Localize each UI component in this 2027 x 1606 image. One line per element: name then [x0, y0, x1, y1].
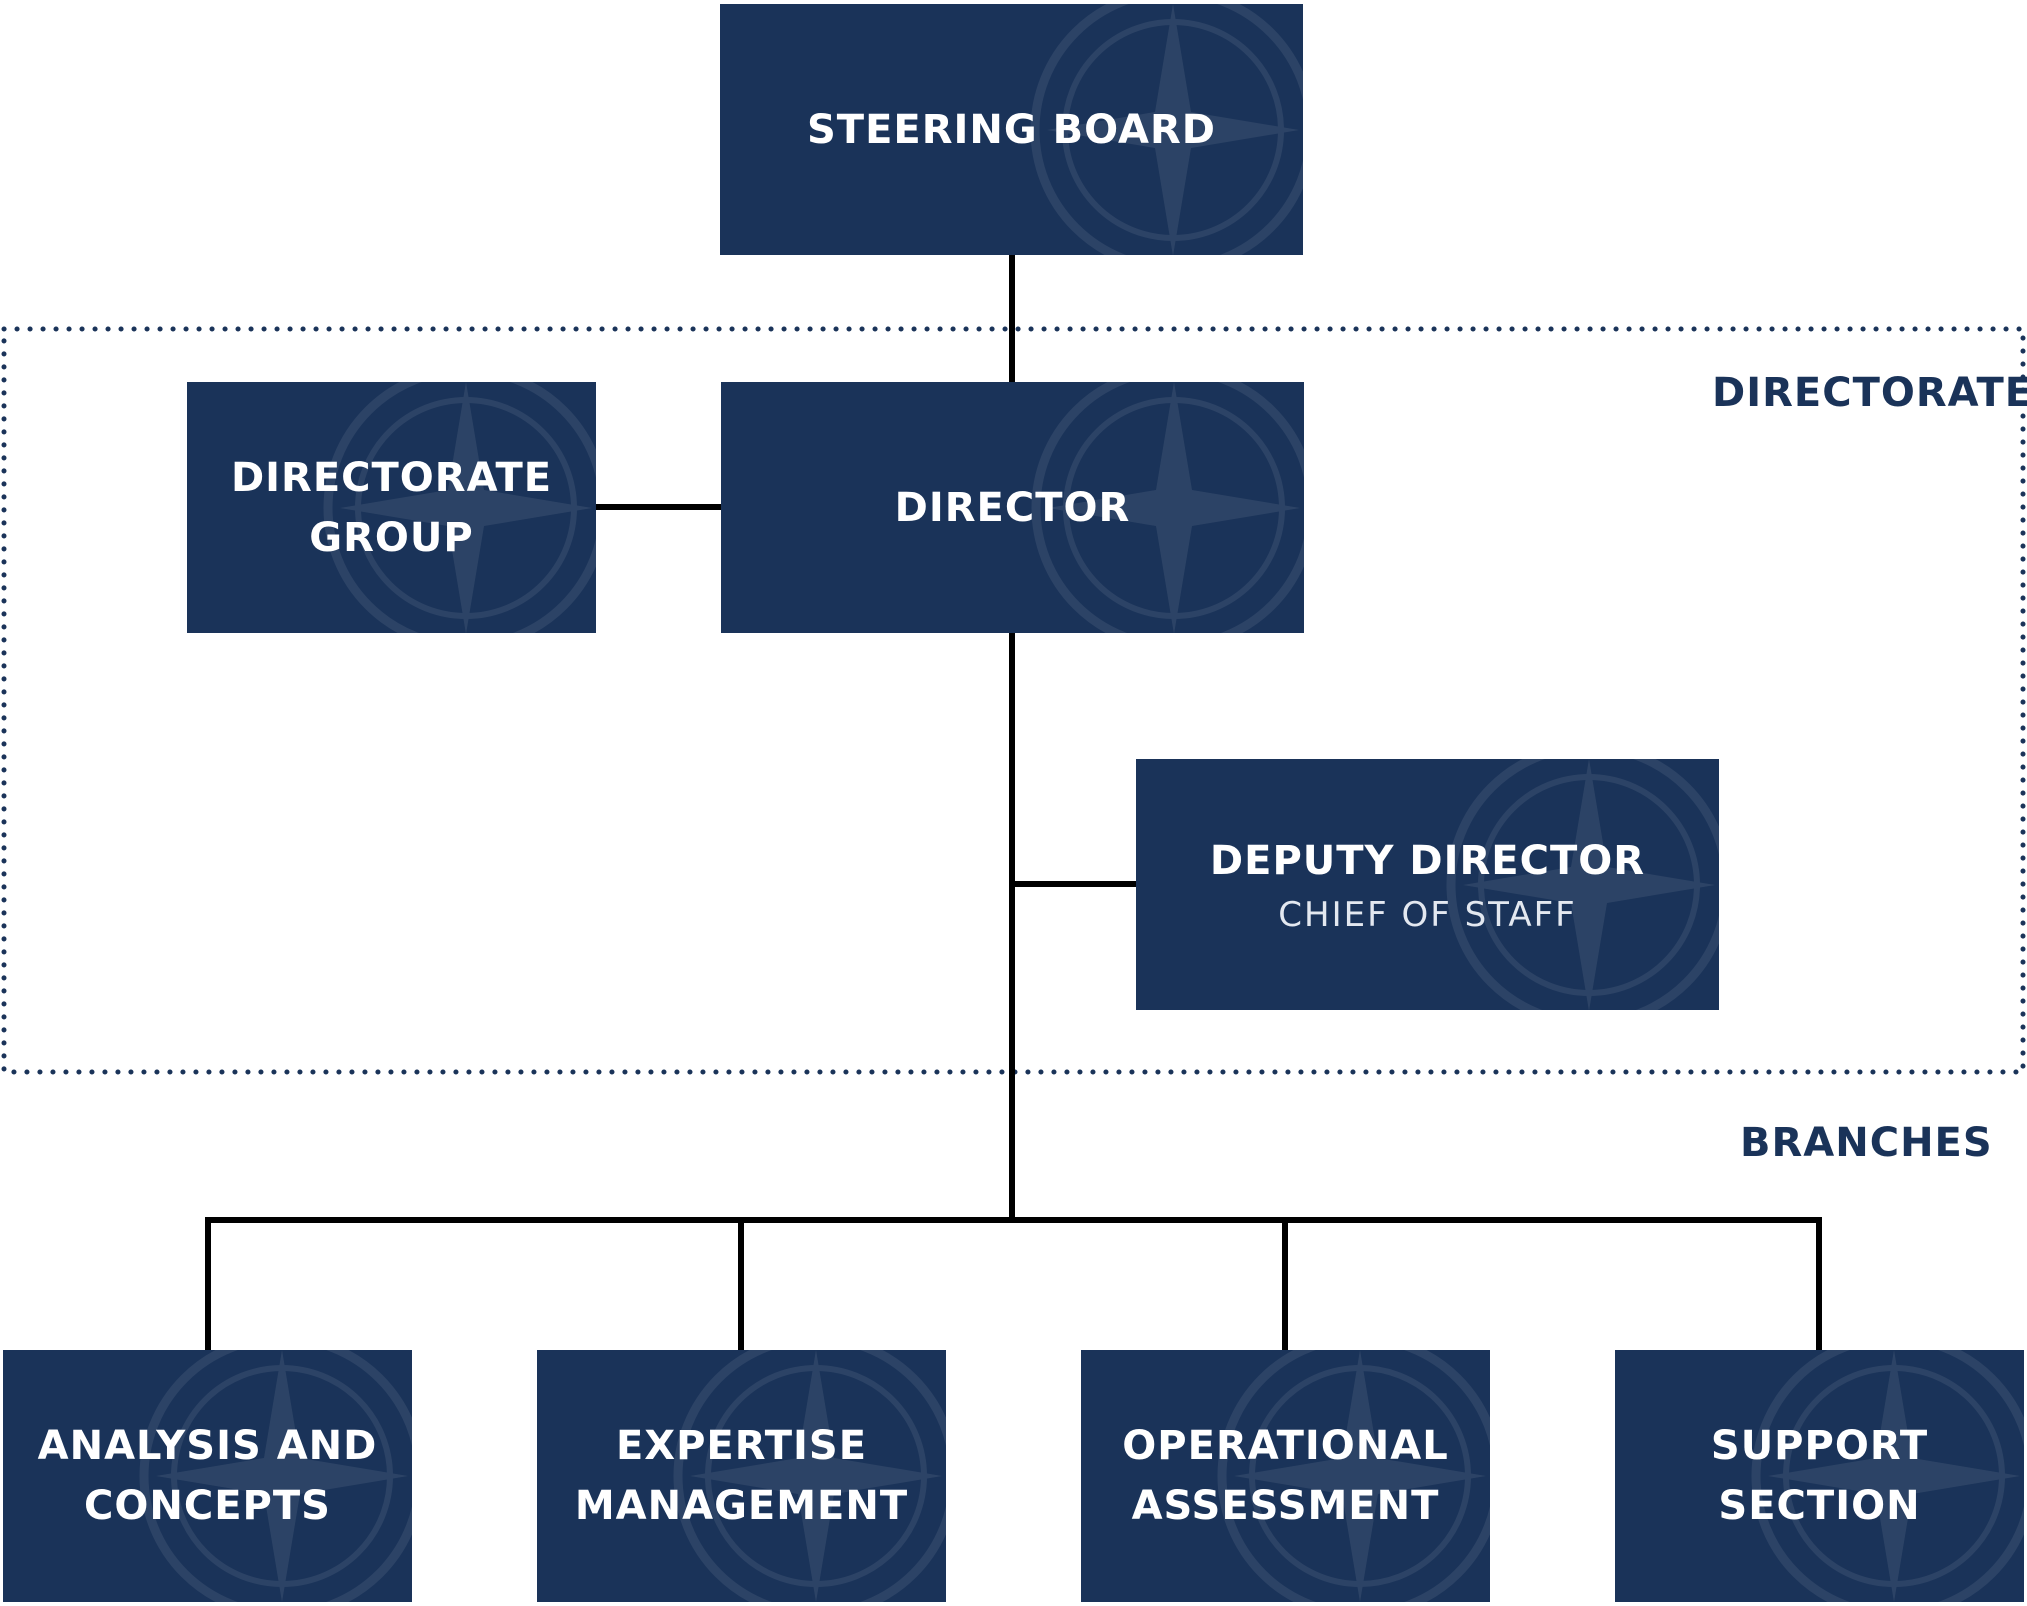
analysis-and-concepts-box: ANALYSIS AND CONCEPTS	[3, 1350, 412, 1602]
deputy-director-box: DEPUTY DIRECTOR CHIEF OF STAFF	[1136, 759, 1719, 1010]
steering-board-label: STEERING BOARD	[806, 106, 1217, 153]
steering-board-box: STEERING BOARD	[720, 4, 1303, 255]
analysis-and-concepts-label: ANALYSIS AND CONCEPTS	[37, 1423, 378, 1529]
chief-of-staff-label: CHIEF OF STAFF	[1278, 894, 1577, 935]
branches-region-label: BRANCHES	[1740, 1120, 1993, 1166]
support-section-label: SUPPORT SECTION	[1710, 1423, 1929, 1529]
directorate-group-label: DIRECTORATE GROUP	[230, 454, 553, 561]
director-box: DIRECTOR	[721, 382, 1304, 633]
directorate-group-box: DIRECTORATE GROUP	[187, 382, 596, 633]
expertise-management-label: EXPERTISE MANAGEMENT	[574, 1423, 909, 1529]
director-label: DIRECTOR	[894, 484, 1131, 531]
deputy-director-label: DEPUTY DIRECTOR	[1209, 837, 1646, 884]
operational-assessment-label: OPERATIONAL ASSESSMENT	[1122, 1423, 1449, 1529]
directorate-region-label: DIRECTORATE	[1712, 370, 2027, 416]
operational-assessment-box: OPERATIONAL ASSESSMENT	[1081, 1350, 1490, 1602]
expertise-management-box: EXPERTISE MANAGEMENT	[537, 1350, 946, 1602]
support-section-box: SUPPORT SECTION	[1615, 1350, 2024, 1602]
